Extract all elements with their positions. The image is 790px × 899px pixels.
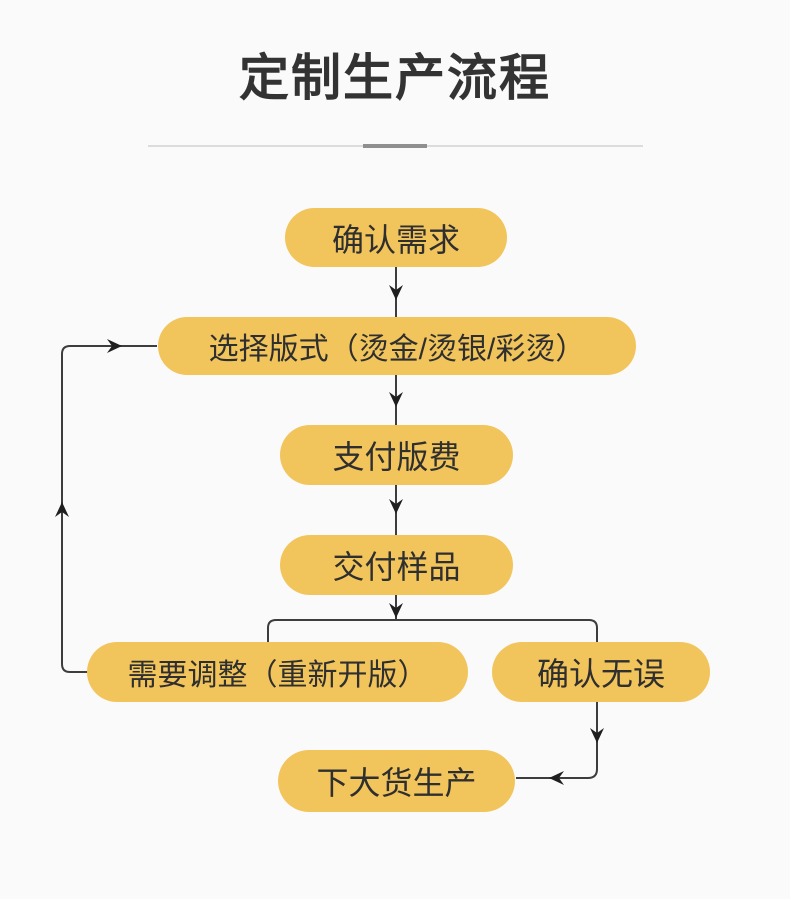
arrowhead-left-icon bbox=[549, 771, 564, 785]
node-choose-plate-style: 选择版式（烫金/烫银/彩烫） bbox=[158, 317, 636, 375]
node-label: 需要调整（重新开版） bbox=[127, 659, 428, 692]
node-label: 确认无误 bbox=[536, 656, 665, 692]
node-label: 确认需求 bbox=[331, 221, 460, 258]
node-needs-adjustment: 需要调整（重新开版） bbox=[87, 642, 468, 702]
node-mass-production: 下大货生产 bbox=[278, 750, 515, 812]
arrowhead-down-icon bbox=[389, 499, 403, 514]
connector-loop-back bbox=[61, 345, 157, 673]
node-deliver-sample: 交付样品 bbox=[280, 535, 513, 595]
node-label: 交付样品 bbox=[332, 549, 461, 585]
arrowhead-down-icon bbox=[389, 392, 403, 407]
arrowhead-down-icon bbox=[389, 603, 403, 618]
divider-accent bbox=[363, 144, 427, 148]
node-confirmed-ok: 确认无误 bbox=[492, 642, 710, 702]
divider bbox=[148, 144, 643, 148]
arrowhead-up-icon bbox=[55, 502, 69, 517]
page-title: 定制生产流程 bbox=[239, 50, 551, 106]
connector-branch-split bbox=[267, 619, 598, 779]
node-pay-plate-fee: 支付版费 bbox=[280, 425, 513, 485]
arrowhead-down-icon bbox=[590, 728, 604, 743]
node-label: 下大货生产 bbox=[316, 765, 477, 801]
arrowhead-right-icon bbox=[107, 339, 122, 353]
node-label: 选择版式（烫金/烫银/彩烫） bbox=[208, 333, 586, 366]
node-confirm-requirements: 确认需求 bbox=[285, 208, 507, 267]
arrowhead-down-icon bbox=[389, 285, 403, 300]
node-label: 支付版费 bbox=[332, 439, 461, 475]
